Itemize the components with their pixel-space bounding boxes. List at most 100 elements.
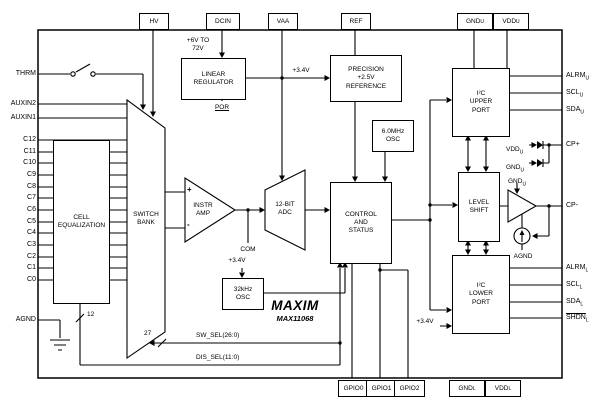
pin-label-cp-minus: CP- [566,202,579,209]
pin-box-gpio2: GPIO2 [394,380,425,397]
block-control-status: CONTROL AND STATUS [330,182,392,264]
brand-logo: MAXIM [271,298,319,314]
agnd-internal-label: AGND [513,253,533,261]
arrow-icon [149,340,155,346]
pin-box-gpio0: GPIO0 [338,380,369,397]
pin-text: VDD [494,385,509,392]
pin-label-c12: C12 [23,136,36,143]
thrm-switch-contact-icon [70,71,76,77]
pin-label-scll: SCLL [566,281,582,291]
arrow-icon [531,142,537,148]
bus-width-12-label: 12 [87,311,95,318]
pin-subscript: U [519,149,524,156]
por-text: POR [214,103,230,111]
junction-dot [547,204,551,208]
pin-subscript: U [480,18,485,25]
pin-label-c5: C5 [27,218,36,225]
arrow-icon [382,176,388,182]
junction-dot [338,341,342,345]
pin-subscript: U [579,92,584,99]
pin-label-thrm: THRM [15,70,36,77]
block-instr-amp: INSTR AMP [193,201,213,217]
pin-label-alrml: ALRML [566,264,588,274]
pin-label-sclu: SCLU [566,89,583,99]
arrow-icon [239,272,245,278]
switch-bank-shape [126,98,166,360]
arrow-icon [337,262,343,268]
pin-text: ALRM [566,264,586,271]
block-6mhz-osc: 6.0MHz OSC [372,120,414,152]
part-number: MAX11068 [276,313,314,323]
arrow-icon [324,75,330,81]
thrm-switch-contact-icon [90,71,96,77]
pin-text: SHDN [566,314,586,321]
junction-dot [547,143,551,147]
pin-label-auxin1: AUXIN1 [10,114,36,121]
arrow-icon [483,135,489,141]
junction-dot [428,218,432,222]
arrow-icon [519,230,525,235]
pin-label-c10: C10 [23,159,36,166]
pin-text: SDA [566,106,581,113]
pin-label-cp-plus: CP+ [566,141,580,148]
pin-box-hv: HV [139,13,169,30]
junction-dot [280,76,284,80]
pin-label-shdn: SHDNL [566,314,589,324]
pin-subscript: U [585,75,590,82]
arrow-icon [465,166,471,172]
v34-i2c-label: +3.4V [416,318,434,326]
pin-text: GND [465,18,481,25]
junction-dot [246,208,250,212]
pin-label-c9: C9 [27,171,36,178]
dis-sel-label: DIS_SEL(11:0) [196,354,240,361]
pin-subscript: U [522,181,527,188]
arrow-icon [352,176,358,182]
arrow-icon [446,97,452,103]
com-label: COM [240,246,256,254]
shapes [70,71,538,360]
pin-subscript: L [585,267,589,274]
arrow-icon [150,111,156,117]
arrow-icon [465,135,471,141]
pin-label-c2: C2 [27,253,36,260]
amp-minus-sign: - [187,220,190,229]
pin-label-c11: C11 [23,148,36,155]
arrowheads-and-dots [140,52,551,346]
pin-subscript: L [579,284,583,291]
pin-label-c3: C3 [27,241,36,248]
por-label: POR [208,102,236,113]
pin-label-agnd: AGND [15,316,36,323]
pin-label-c0: C0 [27,276,36,283]
arrow-icon [259,207,265,213]
pin-label-c8: C8 [27,183,36,190]
pin-label-sdau: SDAU [566,106,584,116]
arrow-icon [140,104,146,110]
arrow-icon [324,207,330,213]
v34-osc-label: +3.4V [228,257,246,265]
block-i2c-lower-port: I²C LOWER PORT [452,255,510,334]
arrow-icon [465,240,471,246]
pin-box-gpio1: GPIO1 [366,380,397,397]
pin-text: GND [458,385,473,392]
pin-label-c6: C6 [27,206,36,213]
pin-label-alrmu: ALRMU [566,72,589,82]
diode-icon [537,159,543,167]
block-level-shift: LEVEL SHIFT [458,172,500,242]
pin-label-auxin2: AUXIN2 [10,100,36,107]
pin-subscript: U [580,109,585,116]
pin-subscript: L [472,385,476,392]
junction-dot [378,268,382,272]
pin-label-c1: C1 [27,264,36,271]
gndu-amp-label: GNDU [508,171,526,189]
pin-box-vaa: VAA [268,13,298,30]
bus-width-27-label: 27 [144,330,152,337]
arrow-icon [279,175,285,181]
block-i2c-upper-port: I²C UPPER PORT [452,68,510,137]
pin-text: VDD [502,18,517,25]
